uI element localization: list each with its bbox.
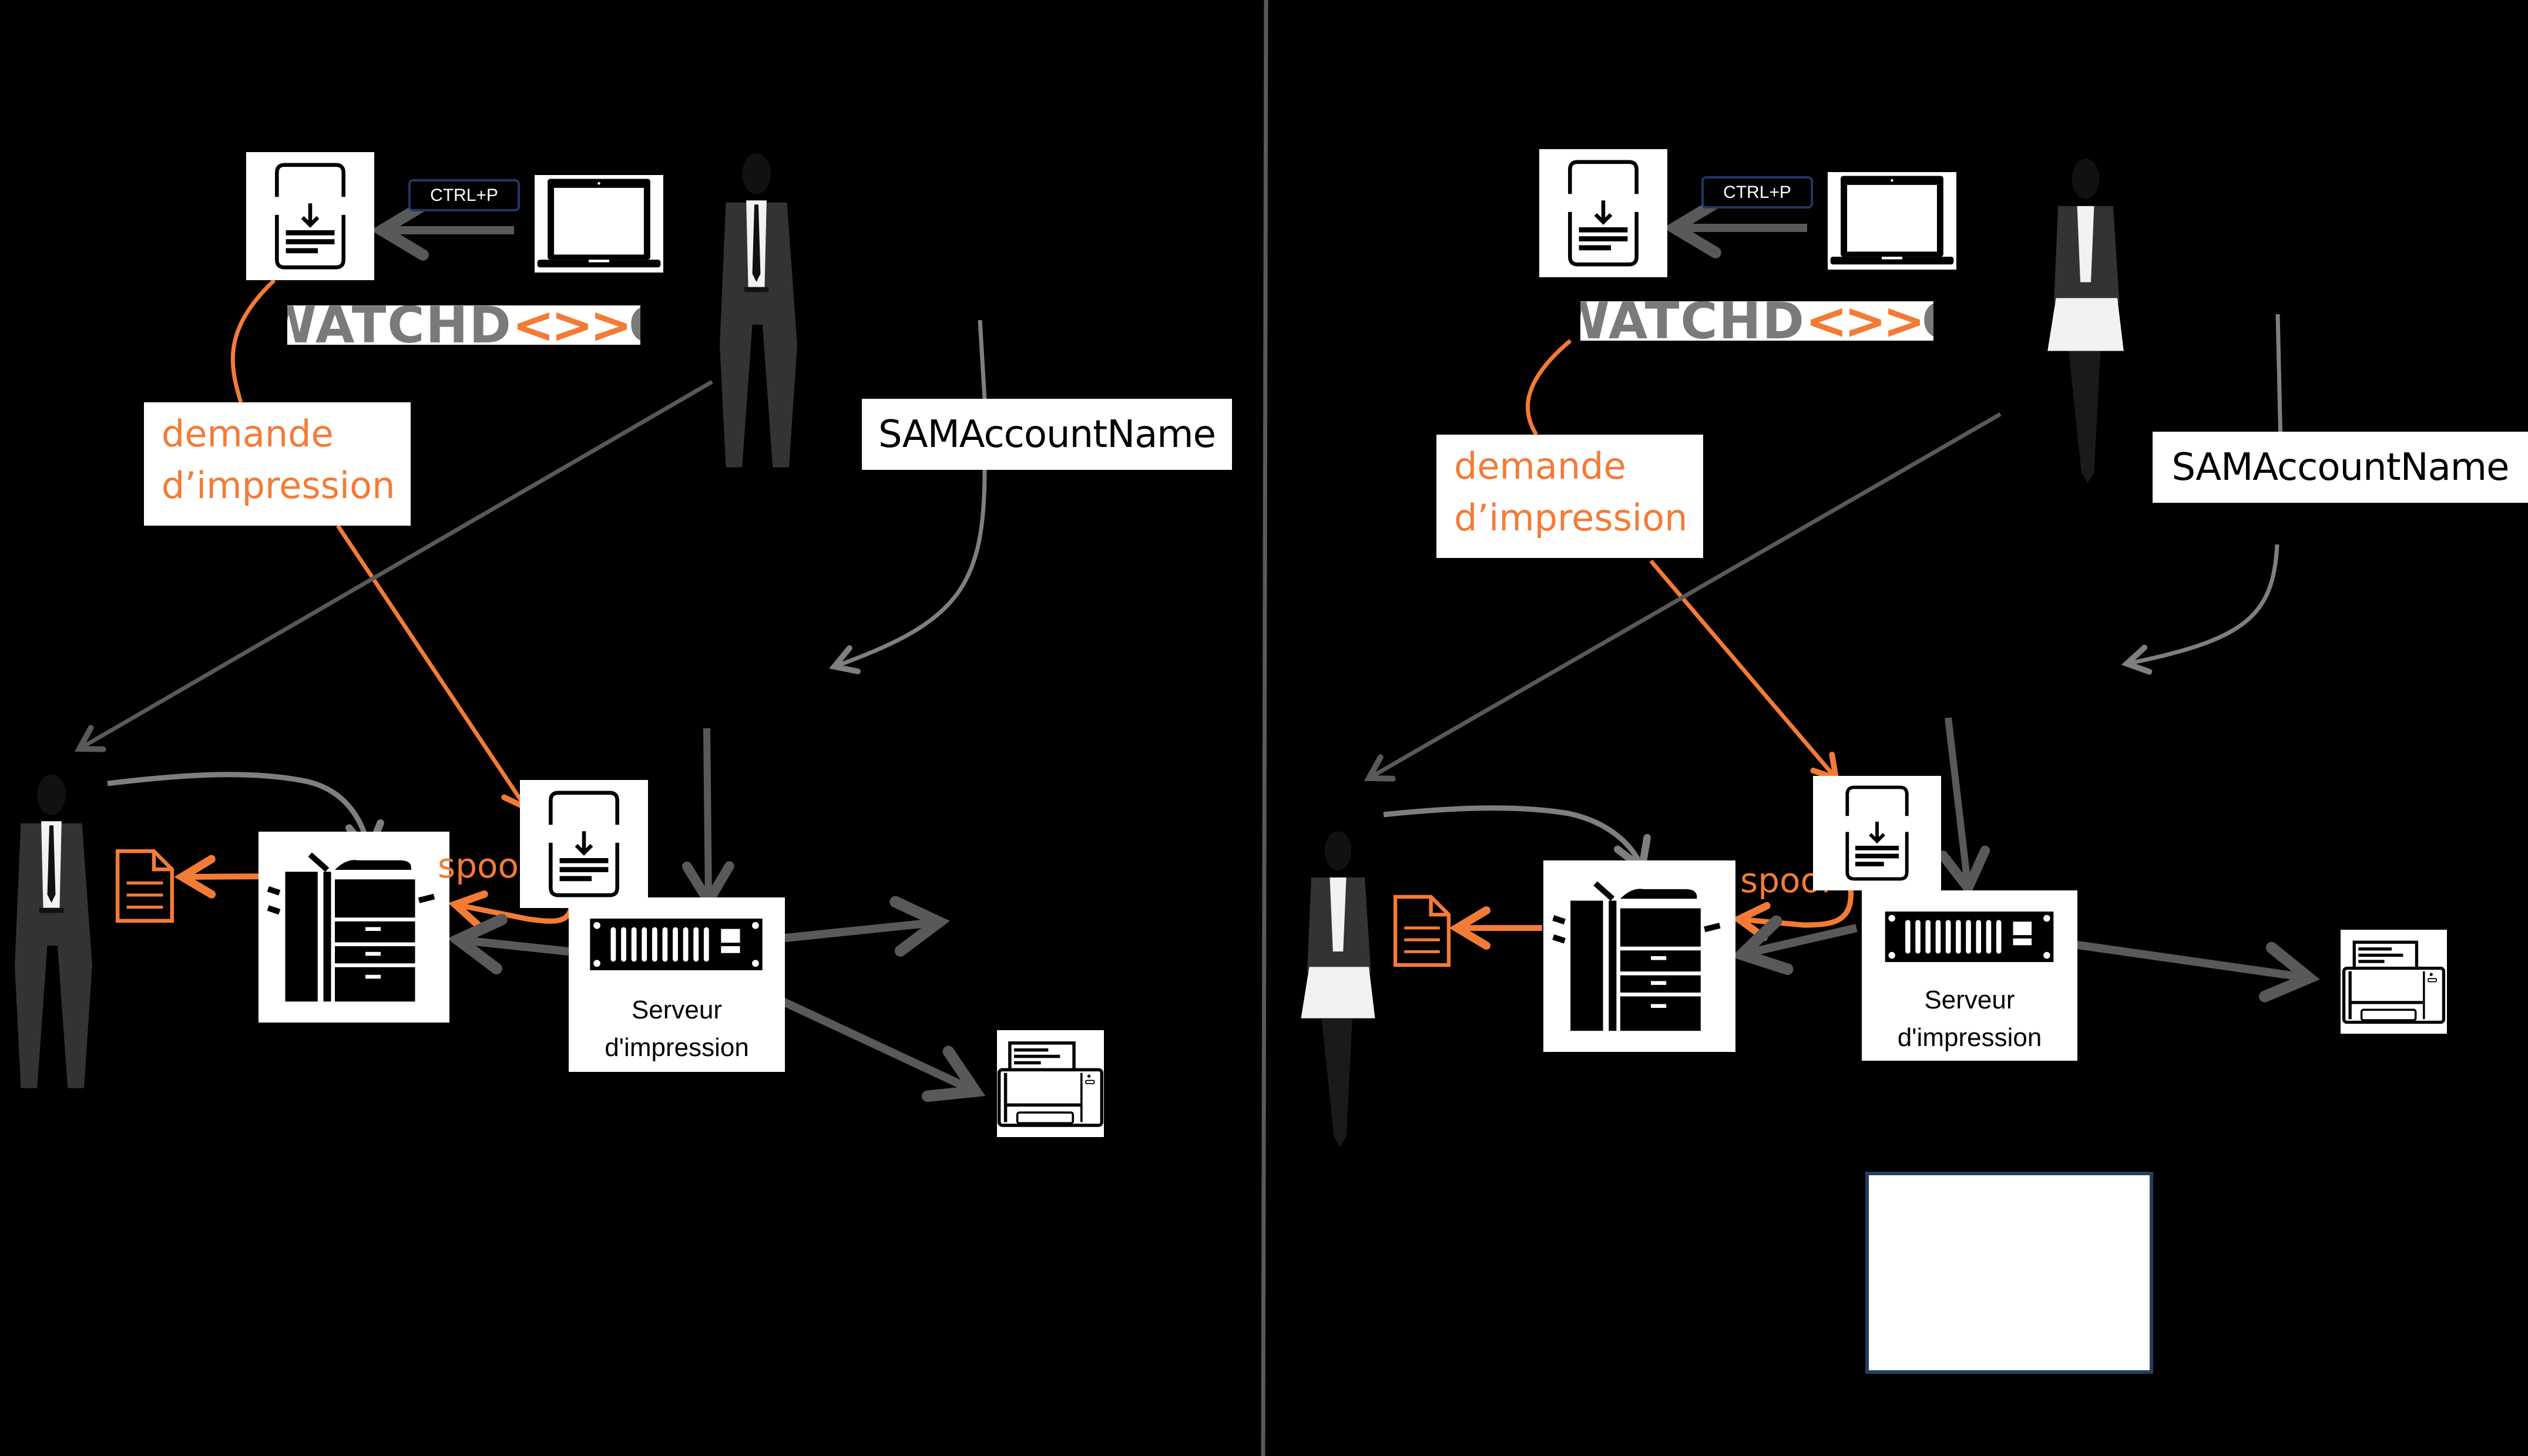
shortcut-badge: CTRL+P xyxy=(408,179,520,211)
desktop-printer-icon xyxy=(2342,940,2446,1024)
identity-label-r: SAMAccountName xyxy=(2153,432,2528,503)
print-server-rack-icon xyxy=(1885,912,2054,962)
print-server-r: Serveur d'impression xyxy=(1862,890,2077,1061)
arrow-user-to-mfp-r xyxy=(1383,805,1651,875)
person-user xyxy=(705,152,808,478)
man-silhouette-icon xyxy=(720,153,797,468)
desktop-printer-icon xyxy=(997,1041,1104,1127)
arrow-server-to-mfp xyxy=(447,913,569,974)
arrow-server-to-printer xyxy=(760,987,986,1102)
arrow-sam-to-auth-r xyxy=(2121,544,2279,675)
man-silhouette-icon xyxy=(15,774,92,1088)
arrow-user-to-user-r xyxy=(1364,412,2002,782)
print-client-app-icon xyxy=(549,791,619,897)
server-label: Serveur d'impression xyxy=(605,996,749,1062)
arrow-user-to-mfp xyxy=(107,772,384,859)
print-client-app-r xyxy=(1539,149,1667,277)
printed-document-r xyxy=(1392,893,1452,969)
watchdoc-logo: WATCHD<>>C xyxy=(287,305,640,345)
arrow-spool-to-mfp-r xyxy=(1731,887,1854,941)
print-client-app xyxy=(246,152,374,280)
printed-document xyxy=(115,848,175,924)
arrow-request-to-spool-r xyxy=(1649,559,1840,783)
print-client-app-icon xyxy=(275,163,345,270)
laptop-icon xyxy=(537,179,661,268)
arrow-into-server-r xyxy=(1938,717,1990,898)
person-user-r xyxy=(2033,153,2138,496)
arrow-server-to-printer-r xyxy=(2073,940,2320,1003)
arrow-server-to-mfp-r xyxy=(1731,915,1858,975)
multifunction-printer-icon xyxy=(267,852,435,1002)
multifunction-printer-r xyxy=(1543,860,1735,1052)
arrow-sam-to-auth xyxy=(829,469,987,674)
shortcut-label: CTRL+P xyxy=(1723,182,1791,202)
arrow-server-to-right xyxy=(784,896,950,957)
identity-label: SAMAccountName xyxy=(862,399,1232,470)
print-client-app-icon xyxy=(1568,160,1639,267)
person-user-at-printer xyxy=(0,772,103,1098)
multifunction-printer-icon xyxy=(1552,881,1721,1031)
desktop-printer-r xyxy=(2341,930,2447,1034)
watchdoc-logo-r: WATCHD<>>C xyxy=(1580,301,1933,341)
panel-divider xyxy=(1261,0,1268,1456)
blank-note-box xyxy=(1865,1172,2153,1374)
laptop xyxy=(535,175,663,273)
shortcut-label: CTRL+P xyxy=(430,185,498,205)
shortcut-badge-r: CTRL+P xyxy=(1701,176,1813,209)
document-icon xyxy=(115,849,174,923)
spool-client-app-r xyxy=(1813,776,1941,890)
person-user-at-printer-r xyxy=(1287,822,1389,1163)
arrow-ad-to-sam-r xyxy=(2275,314,2283,445)
arrow-request-to-spool xyxy=(336,524,529,812)
arrow-into-server xyxy=(681,728,734,912)
print-request-label: demande d’impression xyxy=(144,402,411,526)
arrow-user-to-user xyxy=(74,379,713,752)
print-server: Serveur d'impression xyxy=(569,897,785,1072)
spool-label: spool xyxy=(438,846,529,886)
print-server-rack-icon xyxy=(590,919,763,970)
woman-silhouette-icon xyxy=(1301,831,1375,1147)
multifunction-printer xyxy=(258,832,449,1023)
server-label: Serveur d'impression xyxy=(1897,986,2042,1052)
arrow-ad-to-sam xyxy=(978,320,987,400)
print-request-label-r: demande d’impression xyxy=(1436,435,1703,558)
print-client-app-icon xyxy=(1845,785,1909,881)
woman-silhouette-icon xyxy=(2047,158,2124,483)
arrow-client-to-request-r xyxy=(1525,339,1572,436)
document-icon xyxy=(1393,895,1451,967)
desktop-printer xyxy=(997,1030,1104,1137)
spool-client-app xyxy=(520,780,648,908)
arrow-client-to-request xyxy=(230,278,276,403)
laptop-icon xyxy=(1830,176,1954,265)
laptop-r xyxy=(1828,172,1956,270)
